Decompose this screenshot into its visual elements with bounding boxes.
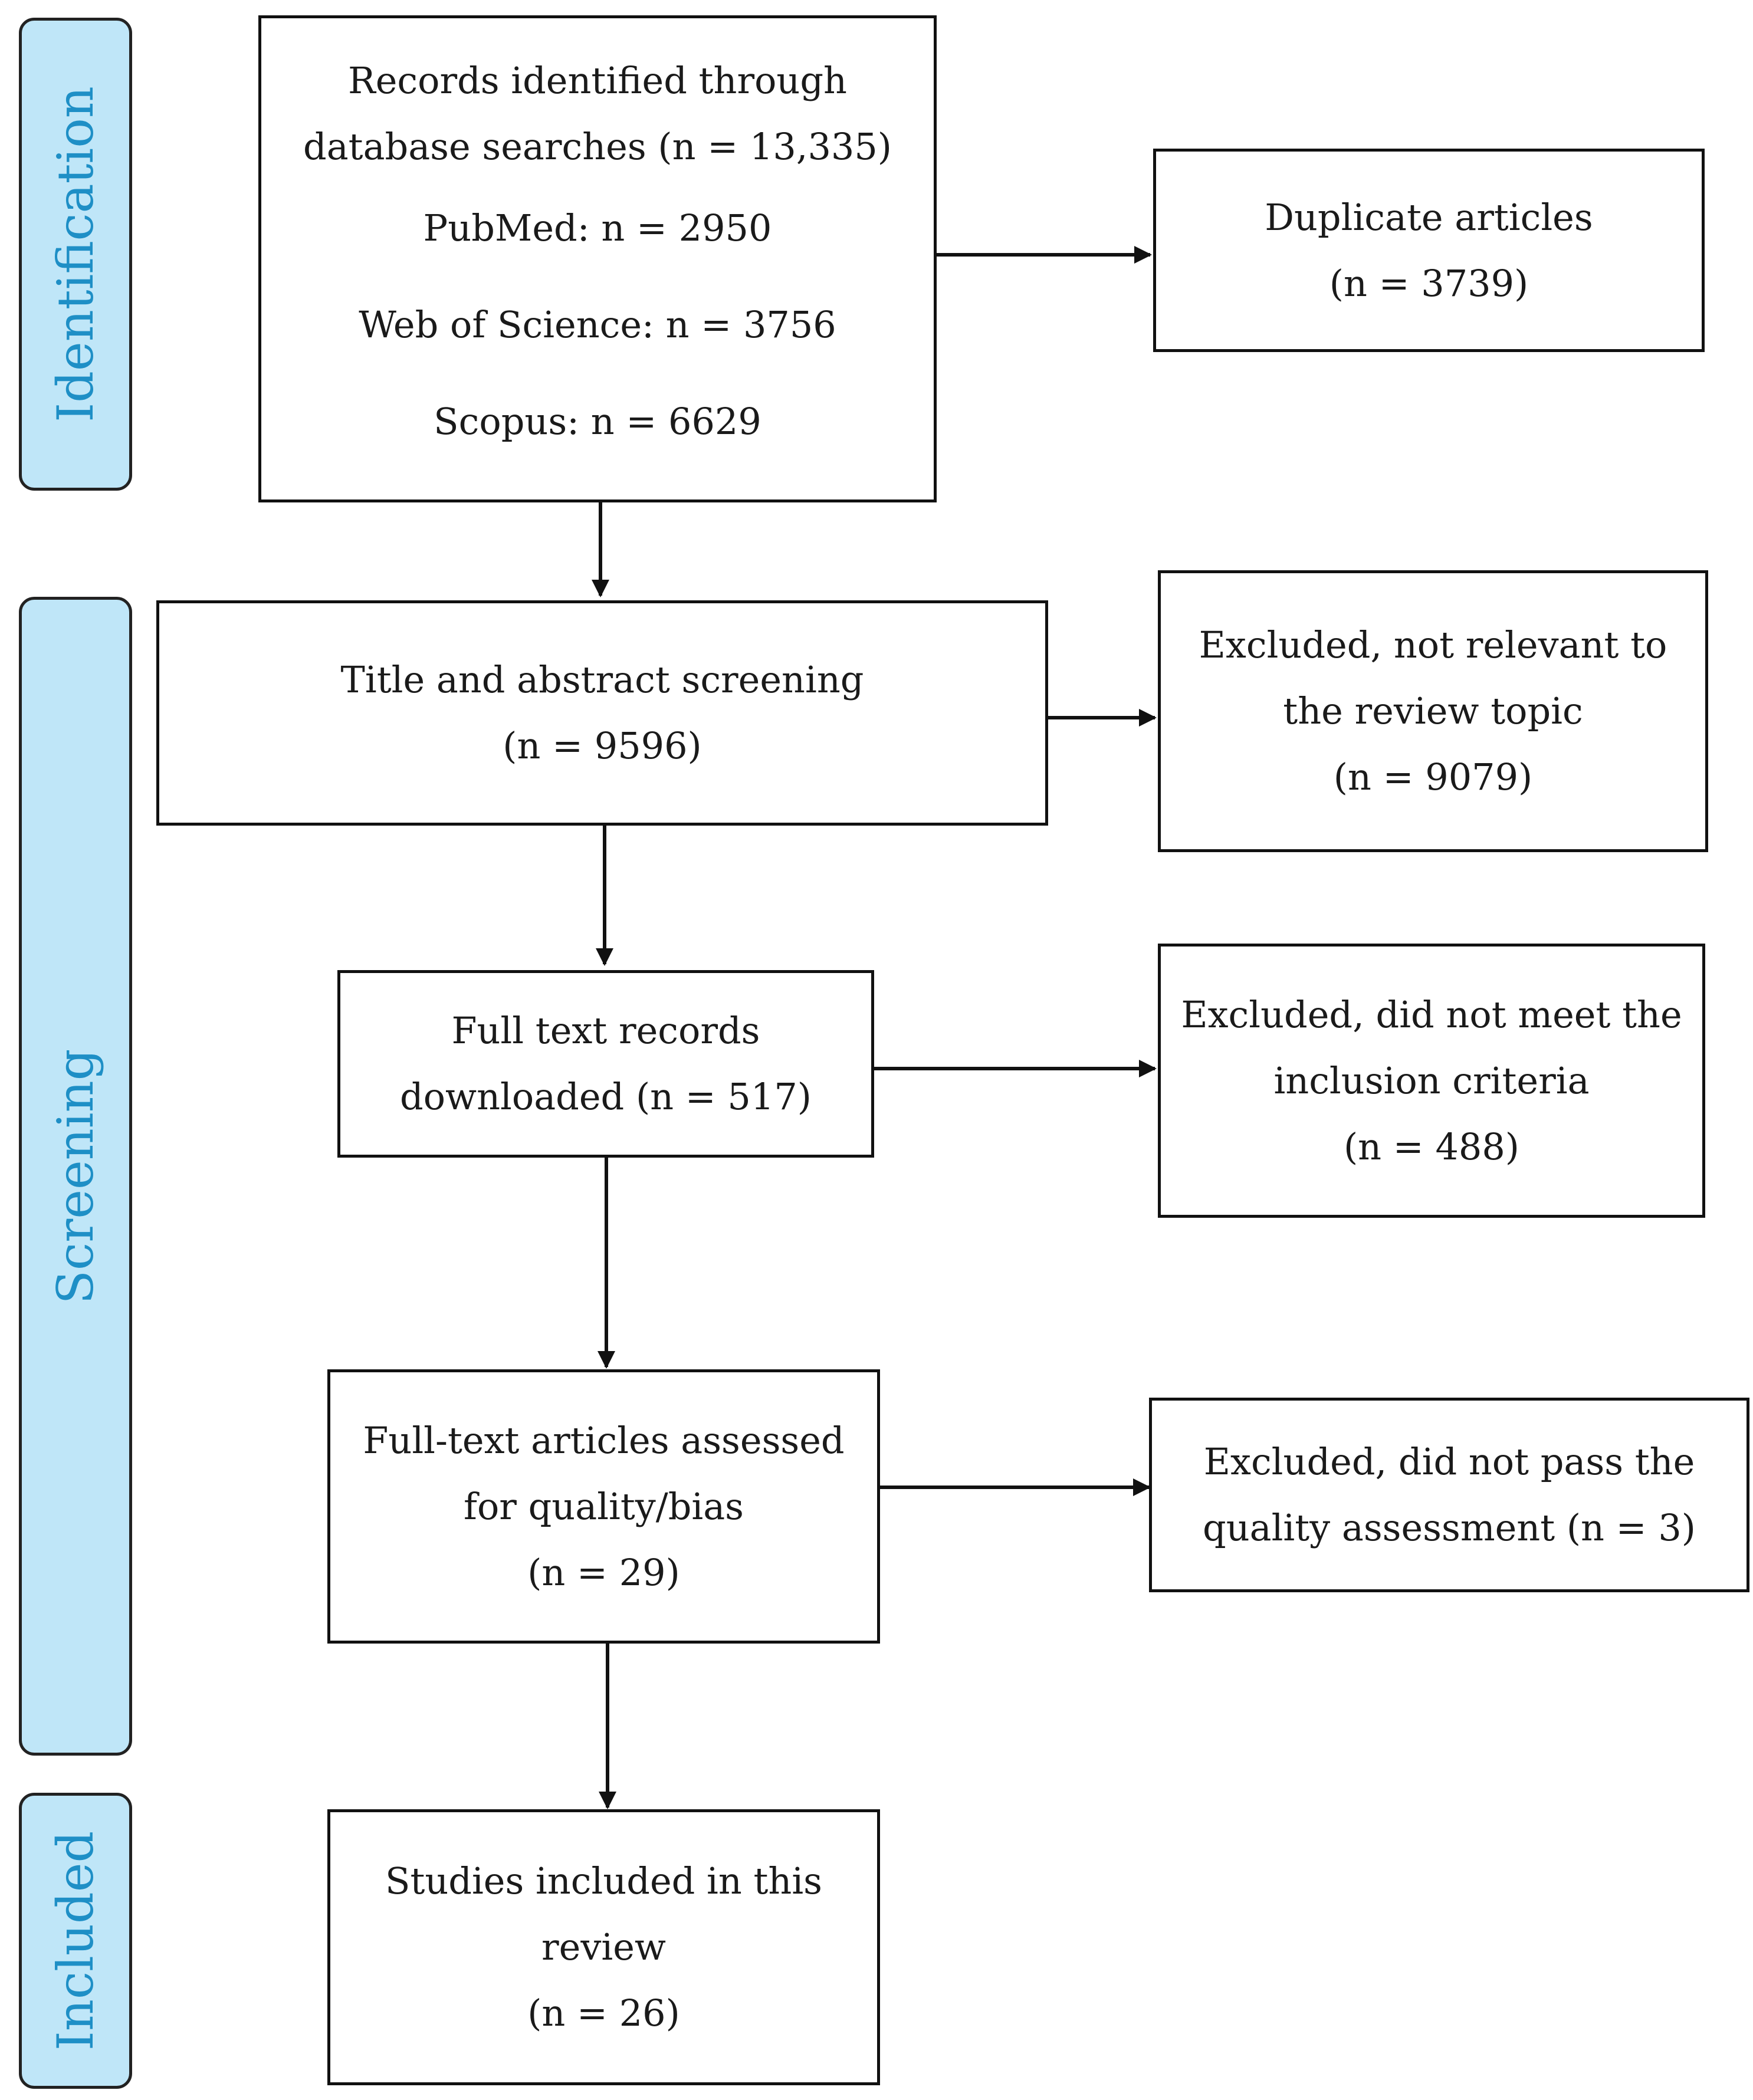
records-line2: database searches (n = 13,335) (303, 125, 892, 168)
included-line1: Studies included in this (385, 1859, 823, 1902)
screening-line1: Title and abstract screening (340, 658, 864, 701)
excluded-criteria-box: Excluded, did not meet the inclusion cri… (1158, 944, 1705, 1218)
fulltext-line1: Full text records (451, 1009, 760, 1052)
quality-assessed-box: Full-text articles assessed for quality/… (327, 1369, 880, 1644)
excluded-quality-line2: quality assessment (n = 3) (1203, 1506, 1696, 1549)
phase-included: Included (19, 1793, 132, 2089)
excluded-topic-line2: the review topic (1283, 689, 1583, 732)
records-scopus: Scopus: n = 6629 (434, 400, 761, 443)
excluded-quality-box: Excluded, did not pass the quality asses… (1149, 1398, 1749, 1592)
title-abstract-screening-box: Title and abstract screening (n = 9596) (156, 600, 1048, 826)
duplicates-line1: Duplicate articles (1265, 195, 1593, 239)
included-line3: (n = 26) (527, 1991, 680, 2035)
screening-line2: (n = 9596) (503, 724, 702, 767)
phase-identification: Identification (19, 18, 132, 491)
excluded-not-relevant-box: Excluded, not relevant to the review top… (1158, 570, 1708, 852)
records-line1: Records identified through (348, 59, 847, 102)
excluded-criteria-line2: inclusion criteria (1273, 1059, 1590, 1102)
included-line2: review (541, 1925, 666, 1968)
duplicate-articles-box: Duplicate articles (n = 3739) (1153, 149, 1705, 352)
quality-line1: Full-text articles assessed (363, 1418, 845, 1462)
quality-line3: (n = 29) (527, 1550, 680, 1594)
full-text-records-box: Full text records downloaded (n = 517) (337, 970, 874, 1158)
duplicates-line2: (n = 3739) (1329, 261, 1529, 305)
phase-screening: Screening (19, 597, 132, 1756)
records-wos: Web of Science: n = 3756 (359, 303, 836, 346)
excluded-criteria-line3: (n = 488) (1343, 1125, 1519, 1168)
excluded-topic-line3: (n = 9079) (1333, 755, 1533, 798)
records-pubmed: PubMed: n = 2950 (423, 206, 772, 249)
excluded-criteria-line1: Excluded, did not meet the (1181, 993, 1682, 1036)
studies-included-box: Studies included in this review (n = 26) (327, 1809, 880, 2085)
quality-line2: for quality/bias (464, 1484, 744, 1528)
excluded-topic-line1: Excluded, not relevant to (1199, 623, 1667, 666)
records-identified-box: Records identified through database sear… (258, 15, 937, 502)
fulltext-line2: downloaded (n = 517) (400, 1075, 812, 1118)
excluded-quality-line1: Excluded, did not pass the (1203, 1440, 1695, 1483)
